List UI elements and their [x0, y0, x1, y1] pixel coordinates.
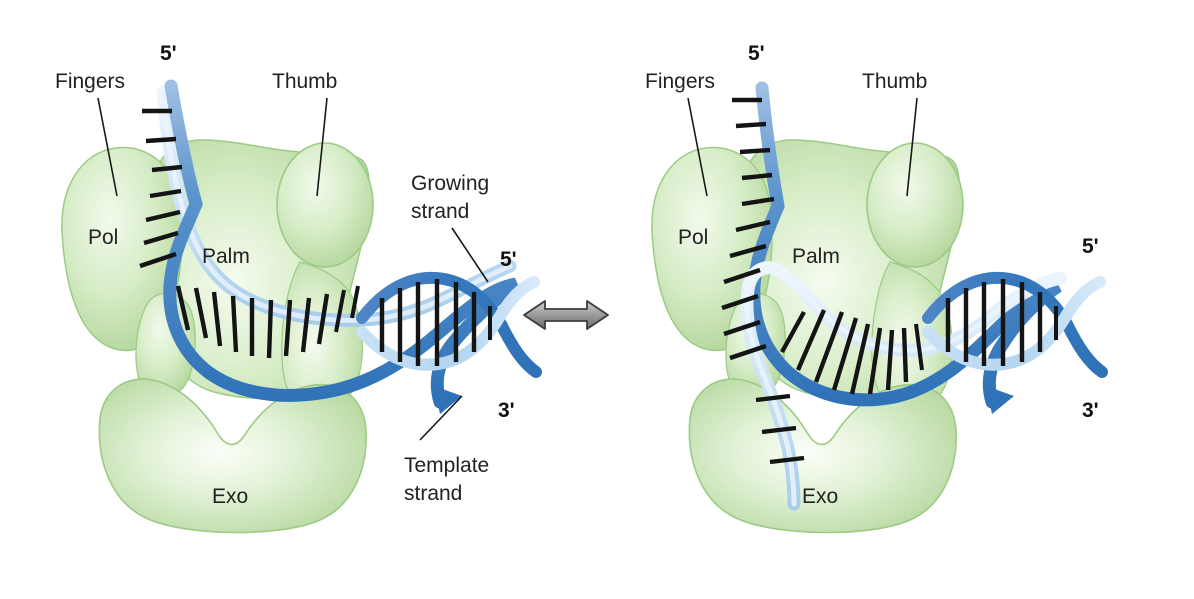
label-5prime-top-right: 5' — [748, 42, 765, 65]
label-thumb-left: Thumb — [272, 70, 337, 93]
fingers-leader-right — [687, 97, 708, 197]
growing-strand-leader-left — [451, 227, 489, 283]
label-pol-right: Pol — [678, 226, 708, 249]
base-pair-ticks-palm-left — [175, 285, 360, 359]
label-palm-left: Palm — [202, 245, 250, 268]
label-template-strand-left-2: strand — [404, 482, 462, 505]
external-duplex-right — [922, 271, 1108, 378]
external-duplex-light-ribbon — [356, 276, 540, 371]
template-strand-3prime-arrowhead — [434, 386, 462, 414]
template-strand-ribbon — [163, 79, 520, 409]
label-fingers-left: Fingers — [55, 70, 125, 93]
template-strand-right — [747, 81, 1062, 414]
template-strand-left — [163, 79, 520, 414]
growing-strand-right — [740, 261, 1067, 511]
template-strand-ribbon-right — [747, 81, 1062, 409]
label-growing-strand-left-2: strand — [411, 200, 469, 223]
base-pair-ticks-upper-left — [139, 108, 183, 269]
label-5prime-right-left: 5' — [500, 248, 517, 271]
base-pair-ticks-palm-right — [780, 309, 924, 395]
fingers-leader-left — [97, 97, 118, 197]
double-headed-arrow — [523, 300, 609, 330]
label-growing-strand-left-1: Growing — [411, 172, 489, 195]
label-3prime-right-right: 3' — [1082, 399, 1099, 422]
base-pair-ticks-upper-right — [721, 97, 775, 361]
leader-lines-left — [97, 97, 489, 441]
panel-left-polymerizing: Fingers Thumb 5' Pol Palm Exo Growing st… — [55, 42, 542, 534]
base-pair-ticks-exo-right — [755, 393, 805, 465]
panel-right-editing: Fingers Thumb 5' Pol Palm Exo 5' 3' — [645, 42, 1108, 534]
thumb-leader-left — [316, 97, 328, 197]
external-duplex-dark-ribbon-right — [922, 271, 1108, 378]
leader-lines-right — [687, 97, 918, 197]
template-strand-leader-left — [419, 395, 463, 441]
thumb-leader-right — [906, 97, 918, 197]
label-5prime-top-left: 5' — [160, 42, 177, 65]
thumb-domain-shape — [276, 142, 374, 268]
external-duplex-light-ribbon-right — [922, 276, 1106, 371]
label-template-strand-left-1: Template — [404, 454, 489, 477]
template-strand-3prime-arrowhead-right — [986, 386, 1014, 414]
label-thumb-right: Thumb — [862, 70, 927, 93]
external-duplex-left — [356, 271, 542, 378]
center-arrow-group — [523, 300, 609, 330]
label-exo-right: Exo — [802, 485, 838, 508]
external-duplex-base-pairs — [379, 279, 492, 366]
label-palm-right: Palm — [792, 245, 840, 268]
external-duplex-base-pairs-right — [945, 279, 1058, 366]
external-duplex-dark-ribbon — [356, 271, 542, 378]
label-5prime-right-right: 5' — [1082, 235, 1099, 258]
label-pol-left: Pol — [88, 226, 118, 249]
thumb-domain-shape-right — [866, 142, 964, 268]
growing-strand-highlight-right — [744, 265, 1063, 507]
label-exo-left: Exo — [212, 485, 248, 508]
label-fingers-right: Fingers — [645, 70, 715, 93]
label-3prime-right-left: 3' — [498, 399, 515, 422]
